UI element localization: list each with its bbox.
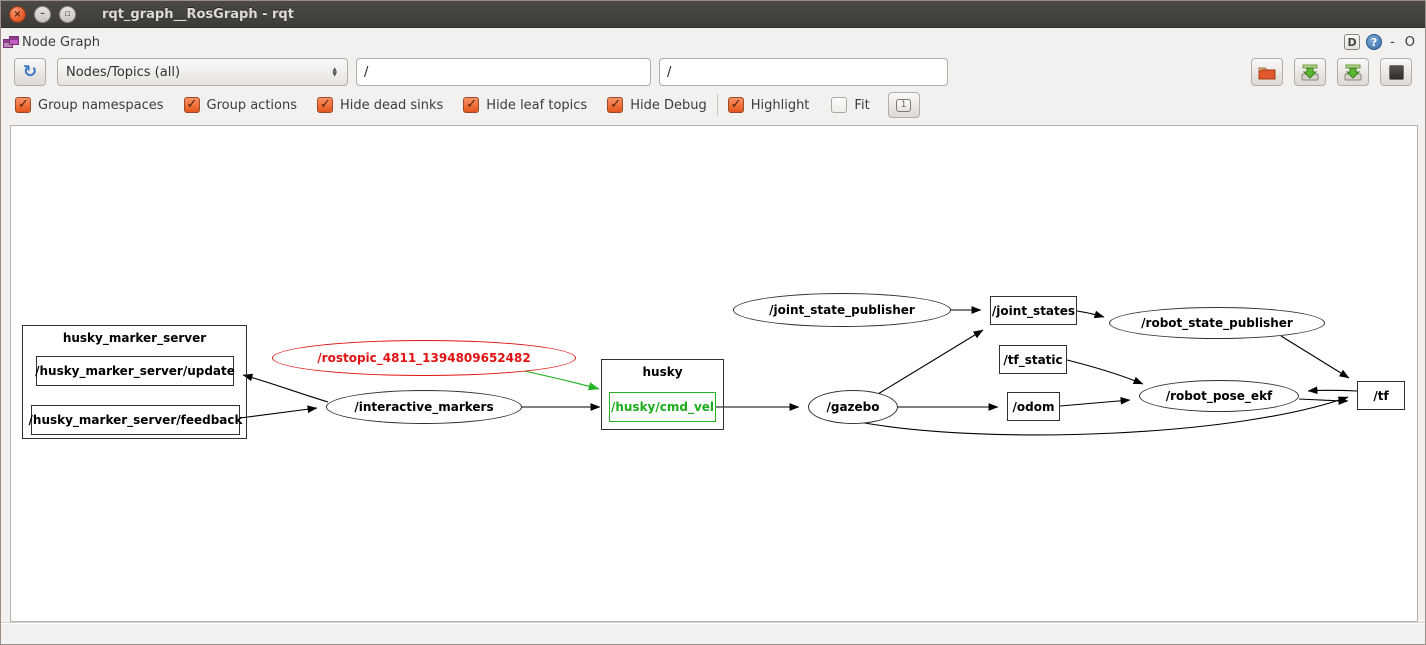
- checkbox-group-namespaces[interactable]: Group namespaces: [15, 97, 164, 113]
- node-interactive-markers[interactable]: /interactive_markers: [326, 390, 522, 424]
- checkbox-icon: [727, 97, 744, 113]
- node-robot-pose-ekf[interactable]: /robot_pose_ekf: [1139, 380, 1299, 412]
- filter-row: Group namespaces Group actions Hide dead…: [1, 91, 1425, 119]
- open-folder-icon: [1258, 67, 1276, 80]
- topic-odom[interactable]: /odom: [1007, 392, 1060, 421]
- checkbox-hide-debug[interactable]: Hide Debug: [607, 97, 707, 113]
- save-as-image-icon: [1344, 64, 1362, 80]
- node-rostopic[interactable]: /rostopic_4811_1394809652482: [272, 340, 576, 376]
- topic-husky-cmd-vel[interactable]: /husky/cmd_vel: [609, 392, 716, 422]
- checkbox-label: Group namespaces: [38, 97, 164, 113]
- checkbox-label: Hide Debug: [630, 97, 707, 113]
- help-icon[interactable]: ?: [1366, 34, 1383, 50]
- group-husky: husky: [601, 359, 724, 430]
- window-title: rqt_graph__RosGraph - rqt: [102, 6, 294, 22]
- checkbox-icon: [463, 97, 480, 113]
- save-dot-button[interactable]: [1294, 58, 1326, 86]
- graph-canvas[interactable]: husky_marker_server husky /husky_marker_…: [10, 125, 1418, 622]
- zoom-actual-size-button[interactable]: 1: [887, 92, 920, 118]
- spinner-arrows-icon: ▲▼: [332, 66, 337, 78]
- dock-header: Node Graph D ? - O: [1, 29, 1425, 55]
- window-close-button[interactable]: ×: [9, 5, 26, 23]
- checkbox-icon: [317, 97, 333, 113]
- checkbox-hide-dead-sinks[interactable]: Hide dead sinks: [317, 97, 443, 113]
- graph-type-value: Nodes/Topics (all): [66, 64, 181, 80]
- node-graph-plugin-icon: [3, 35, 19, 49]
- checkbox-icon: [15, 97, 31, 113]
- checkbox-label: Hide leaf topics: [486, 97, 588, 113]
- dock-button[interactable]: D: [1344, 34, 1361, 50]
- titlebar: × – ▫ rqt_graph__RosGraph - rqt: [1, 1, 1425, 28]
- save-icon: [1301, 64, 1319, 80]
- group-husky-marker-server: husky_marker_server: [22, 325, 247, 439]
- node-robot-state-publisher[interactable]: /robot_state_publisher: [1109, 307, 1325, 339]
- save-image-button[interactable]: [1337, 58, 1369, 86]
- dark-square-icon: [1388, 64, 1404, 80]
- screenshot-button[interactable]: [1380, 58, 1412, 86]
- namespace-filter-input[interactable]: [356, 58, 651, 86]
- checkbox-fit[interactable]: Fit: [831, 97, 870, 113]
- topic-husky-marker-server-feedback[interactable]: /husky_marker_server/feedback: [29, 405, 243, 435]
- topic-filter-input[interactable]: [659, 58, 948, 86]
- group-title: husky_marker_server: [62, 331, 207, 345]
- checkbox-label: Group actions: [206, 97, 298, 113]
- window-maximize-button[interactable]: ▫: [59, 5, 76, 23]
- status-bar: [1, 622, 1425, 644]
- graph-type-select[interactable]: Nodes/Topics (all) ▲▼: [57, 58, 348, 86]
- refresh-button[interactable]: ↻: [14, 58, 46, 86]
- topic-tf-static[interactable]: /tf_static: [999, 345, 1067, 374]
- checkbox-icon: [607, 97, 624, 113]
- checkbox-icon: [831, 97, 848, 113]
- refresh-icon: ↻: [22, 62, 38, 82]
- checkbox-label: Fit: [854, 97, 870, 113]
- graph-toolbar: ↻ Nodes/Topics (all) ▲▼: [1, 56, 1425, 88]
- topic-husky-marker-server-update[interactable]: /husky_marker_server/update: [35, 356, 235, 386]
- dock-minimize-button[interactable]: -: [1390, 34, 1395, 50]
- zoom-1to1-icon: 1: [896, 98, 912, 112]
- dock-title: Node Graph: [22, 34, 100, 50]
- checkbox-highlight[interactable]: Highlight: [727, 97, 810, 113]
- group-title: husky: [642, 365, 683, 379]
- checkbox-label: Highlight: [750, 97, 810, 113]
- topic-joint-states[interactable]: /joint_states: [990, 296, 1077, 325]
- topic-tf[interactable]: /tf: [1357, 381, 1405, 410]
- checkbox-hide-leaf-topics[interactable]: Hide leaf topics: [463, 97, 587, 113]
- node-gazebo[interactable]: /gazebo: [808, 390, 898, 424]
- toolbar-separator: [716, 94, 718, 116]
- checkbox-label: Hide dead sinks: [340, 97, 444, 113]
- dock-close-button[interactable]: O: [1404, 34, 1415, 50]
- node-joint-state-publisher[interactable]: /joint_state_publisher: [733, 293, 951, 327]
- checkbox-icon: [183, 97, 200, 113]
- load-dot-button[interactable]: [1251, 58, 1283, 86]
- window-minimize-button[interactable]: –: [34, 5, 51, 23]
- checkbox-group-actions[interactable]: Group actions: [183, 97, 298, 113]
- graph-edges: [239, 306, 1358, 436]
